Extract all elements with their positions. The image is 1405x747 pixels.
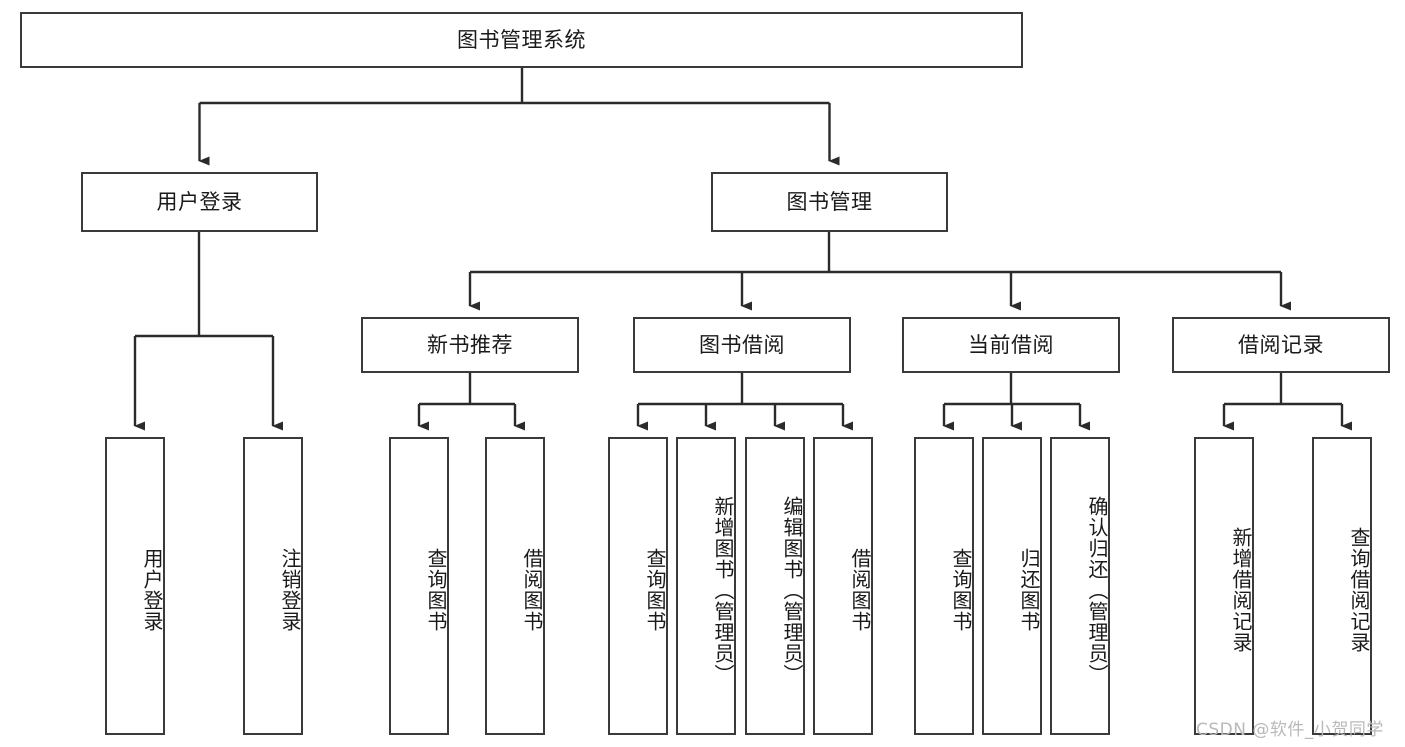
node-leaf-query-borrow-record: 查询借阅记录 (1312, 437, 1372, 735)
node-new-book-recommend: 新书推荐 (361, 317, 579, 373)
node-label: 查询图书 (643, 548, 667, 632)
node-label: 图书管理系统 (457, 27, 586, 52)
node-label: 确认归还（管理员） (1085, 495, 1109, 685)
node-leaf-confirm-return-admin: 确认归还（管理员） (1050, 437, 1110, 735)
csdn-watermark: CSDN @软件_小贺同学 (1196, 720, 1384, 740)
node-user-login: 用户登录 (81, 172, 318, 232)
node-label: 新增借阅记录 (1229, 527, 1253, 653)
node-root: 图书管理系统 (20, 12, 1023, 68)
node-label: 图书借阅 (699, 332, 785, 357)
node-leaf-add-book-admin: 新增图书（管理员） (676, 437, 736, 735)
node-label: 查询图书 (949, 548, 973, 632)
node-label: 归还图书 (1017, 548, 1041, 632)
node-label: 图书管理 (786, 189, 873, 214)
node-leaf-borrow-book: 借阅图书 (813, 437, 873, 735)
node-label: 借阅图书 (520, 548, 544, 632)
node-leaf-return-book: 归还图书 (982, 437, 1042, 735)
node-label: 编辑图书（管理员） (780, 495, 804, 685)
node-label: 新书推荐 (427, 332, 513, 357)
node-label: 查询图书 (424, 548, 448, 632)
node-book-borrow: 图书借阅 (633, 317, 851, 373)
node-leaf-logout: 注销登录 (243, 437, 303, 735)
node-leaf-user-login: 用户登录 (105, 437, 165, 735)
node-leaf-edit-book-admin: 编辑图书（管理员） (745, 437, 805, 735)
node-leaf-borrow-book-recommend: 借阅图书 (485, 437, 545, 735)
node-label: 新增图书（管理员） (711, 495, 735, 685)
node-current-borrow: 当前借阅 (902, 317, 1120, 373)
node-leaf-query-book-current: 查询图书 (914, 437, 974, 735)
node-label: 用户登录 (140, 548, 164, 632)
node-book-management: 图书管理 (711, 172, 948, 232)
node-leaf-add-borrow-record: 新增借阅记录 (1194, 437, 1254, 735)
node-label: 注销登录 (278, 548, 302, 632)
node-label: 借阅记录 (1238, 332, 1324, 357)
node-label: 借阅图书 (848, 548, 872, 632)
node-label: 当前借阅 (968, 332, 1054, 357)
node-leaf-query-book-borrow: 查询图书 (608, 437, 668, 735)
node-borrow-record: 借阅记录 (1172, 317, 1390, 373)
node-label: 用户登录 (156, 189, 243, 214)
node-leaf-query-book-recommend: 查询图书 (389, 437, 449, 735)
node-label: 查询借阅记录 (1347, 527, 1371, 653)
